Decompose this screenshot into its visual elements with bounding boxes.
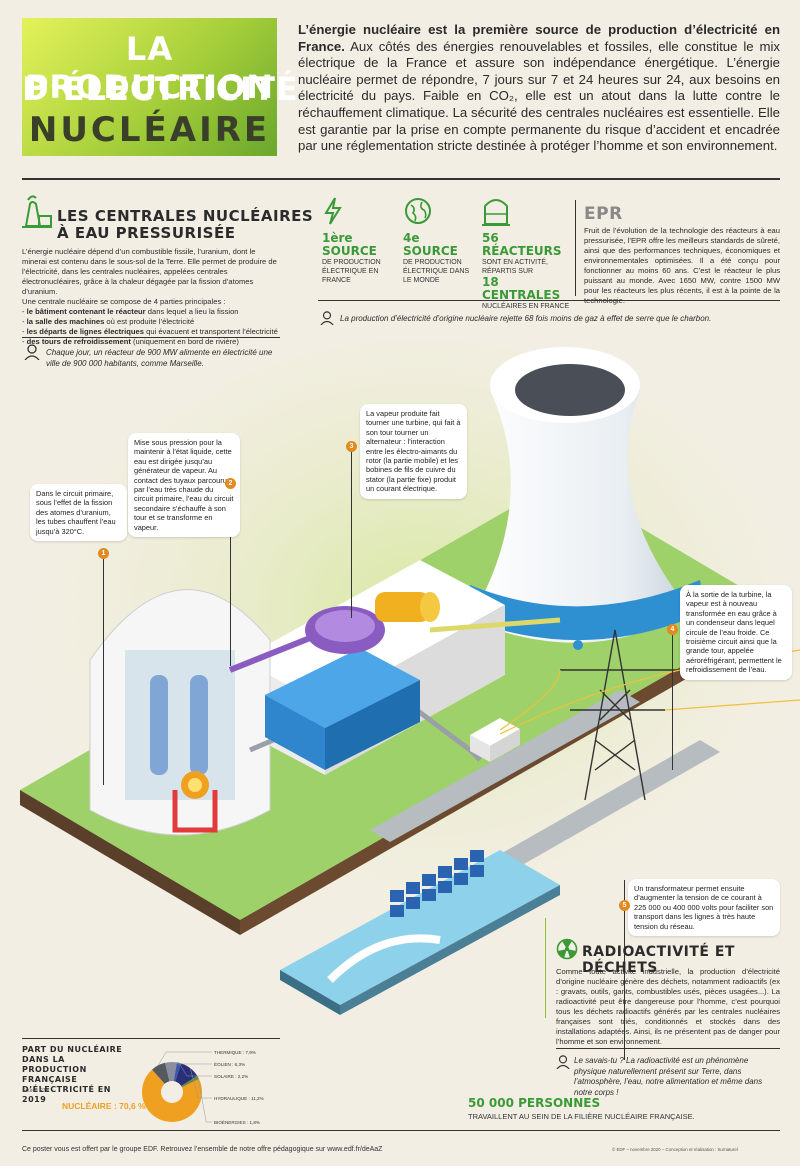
stat-3-label: SONT EN ACTIVITÉ, RÉPARTIS SUR (482, 259, 548, 275)
pie-slice-solaire (173, 1062, 181, 1082)
pie-source: Source RTE (22, 1088, 50, 1094)
person-icon (556, 1055, 570, 1070)
people-label: TRAVAILLENT AU SEIN DE LA FILIÈRE NUCLÉA… (468, 1112, 695, 1121)
stat-2: 4e SOURCE DE PRODUCTION ÉLECTRIQUE DANS … (403, 232, 478, 285)
step-marker-3: 3 (346, 441, 357, 452)
pie-label: THERMIQUE : 7,9% (214, 1050, 256, 1055)
people-number: 50 000 PERSONNES (468, 1096, 601, 1110)
divider (318, 300, 780, 301)
epr-title: EPR (584, 204, 623, 224)
centrales-description: L’énergie nucléaire dépend d’un combusti… (22, 247, 280, 347)
plant-icon (22, 194, 52, 228)
centrales-list-intro: Une centrale nucléaire se compose de 4 p… (22, 297, 226, 306)
intro-text: L’énergie nucléaire est la première sour… (298, 22, 780, 155)
person-icon (24, 344, 40, 361)
section-title-centrales: LES CENTRALES NUCLÉAIRES À EAU PRESSURIS… (57, 208, 313, 242)
pie-leader-line (197, 1077, 212, 1123)
co2-note: La production d’électricité d’origine nu… (340, 314, 712, 323)
step-marker-5: 5 (619, 900, 630, 911)
lightning-icon (322, 196, 344, 226)
pie-main-label: NUCLÉAIRE : 70,6 % (62, 1101, 146, 1111)
stat-3: 56 RÉACTEURS SONT EN ACTIVITÉ, RÉPARTIS … (482, 232, 572, 311)
footer-divider (22, 1130, 780, 1131)
list-item: - les départs de lignes électriques qui … (22, 327, 278, 336)
stat-3-number: 56 RÉACTEURS (482, 231, 562, 258)
stat-1-number: 1ère SOURCE (322, 231, 377, 258)
intro-body: Aux côtés des énergies renouvelables et … (298, 38, 780, 154)
step-marker-4: 4 (667, 624, 678, 635)
footer-left: Ce poster vous est offert par le groupe … (22, 1146, 383, 1153)
radio-text: Comme toute activité industrielle, la pr… (556, 967, 780, 1046)
stat-2-label: DE PRODUCTION ÉLECTRIQUE DANS LE MONDE (403, 259, 470, 284)
marseille-note: Chaque jour, un réacteur de 900 MW alime… (46, 348, 273, 368)
pie-label: ÉOLIEN : 6,3% (214, 1061, 245, 1067)
callout-line (103, 555, 104, 785)
reactor-icon (482, 196, 510, 226)
pie-slice-bionergies (181, 1075, 199, 1088)
list-item: - des tours de refroidissement (uniqueme… (22, 337, 239, 346)
step-marker-1: 1 (98, 548, 109, 559)
callout-2: Mise sous pression pour la maintenir à l… (128, 433, 240, 538)
divider (545, 918, 546, 1018)
pie-leader-line (170, 1061, 212, 1065)
pie-label: SOLAIRE : 2,2% (214, 1074, 248, 1079)
title-block: LA PRODUCTION D’ÉLECTRICITÉ NUCLÉAIRE (22, 18, 299, 156)
callout-line (672, 630, 673, 770)
plant-illustration (20, 340, 800, 1015)
centrales-list: - le bâtiment contenant le réacteur dans… (22, 307, 280, 347)
epr-text: Fruit de l’évolution de la technologie d… (584, 226, 780, 305)
footer-right: © EDF – novembre 2020 – Conception et ré… (612, 1147, 738, 1152)
pie-slice-thermique (152, 1062, 170, 1084)
title-line-1: LA PRODUCTION (24, 30, 275, 106)
pie-leader-line (189, 1068, 212, 1099)
callout-4: À la sortie de la turbine, la vapeur est… (680, 585, 792, 680)
pie-label: BIOÉNERGIES : 1,8% (214, 1119, 260, 1125)
pie-title: PART DU NUCLÉAIRE DANS LA PRODUCTION FRA… (22, 1045, 123, 1104)
callout-1: Dans le circuit primaire, sous l’effet d… (30, 484, 127, 542)
stat-3-label-2: NUCLÉAIRES EN FRANCE (482, 303, 570, 310)
section-title-line-2: À EAU PRESSURISÉE (57, 224, 236, 242)
radio-title: RADIOACTIVITÉ ET DÉCHETS (582, 944, 735, 976)
divider (22, 1038, 280, 1039)
radioactivity-icon (556, 938, 578, 960)
stat-1: 1ère SOURCE DE PRODUCTION ÉLECTRIQUE EN … (322, 232, 397, 285)
list-item: - la salle des machines où est produite … (22, 317, 195, 326)
pie-slice-olien (165, 1062, 177, 1082)
stat-2-number: 4e SOURCE (403, 231, 458, 258)
section-title-line-1: LES CENTRALES NUCLÉAIRES (57, 207, 314, 225)
pie-slice-nuclaire (142, 1069, 202, 1122)
stat-1-label: DE PRODUCTION ÉLECTRIQUE EN FRANCE (322, 259, 381, 284)
callout-line (351, 448, 352, 618)
callout-line (624, 880, 625, 1060)
radio-fact: Le savais-tu ? La radioactivité est un p… (574, 1056, 763, 1097)
pie-leader-line (178, 1062, 212, 1077)
pie-leader-line (157, 1051, 212, 1066)
callout-line (230, 486, 231, 666)
centrales-para: L’énergie nucléaire dépend d’un combusti… (22, 247, 277, 296)
callout-3: La vapeur produite fait tourner une turb… (360, 404, 467, 499)
pie-label: HYDRAULIQUE : 11,2% (214, 1096, 264, 1101)
list-item: - le bâtiment contenant le réacteur dans… (22, 307, 239, 316)
divider (556, 1048, 780, 1049)
divider (575, 200, 576, 296)
step-marker-2: 2 (225, 478, 236, 489)
person-icon (320, 311, 334, 326)
intro-bold: L’énergie nucléaire est la première sour… (298, 22, 780, 54)
stat-3-number-2: 18 CENTRALES (482, 275, 561, 302)
title-line-2: D’ÉLECTRICITÉ (22, 70, 299, 108)
title-line-3: NUCLÉAIRE (28, 110, 271, 150)
header-divider (22, 178, 780, 180)
divider (22, 337, 280, 338)
callout-5: Un transformateur permet ensuite d’augme… (628, 879, 780, 937)
pie-chart: THERMIQUE : 7,9% ÉOLIEN : 6,3% SOLAIRE : 2… (142, 1050, 264, 1125)
globe-icon (403, 196, 433, 226)
